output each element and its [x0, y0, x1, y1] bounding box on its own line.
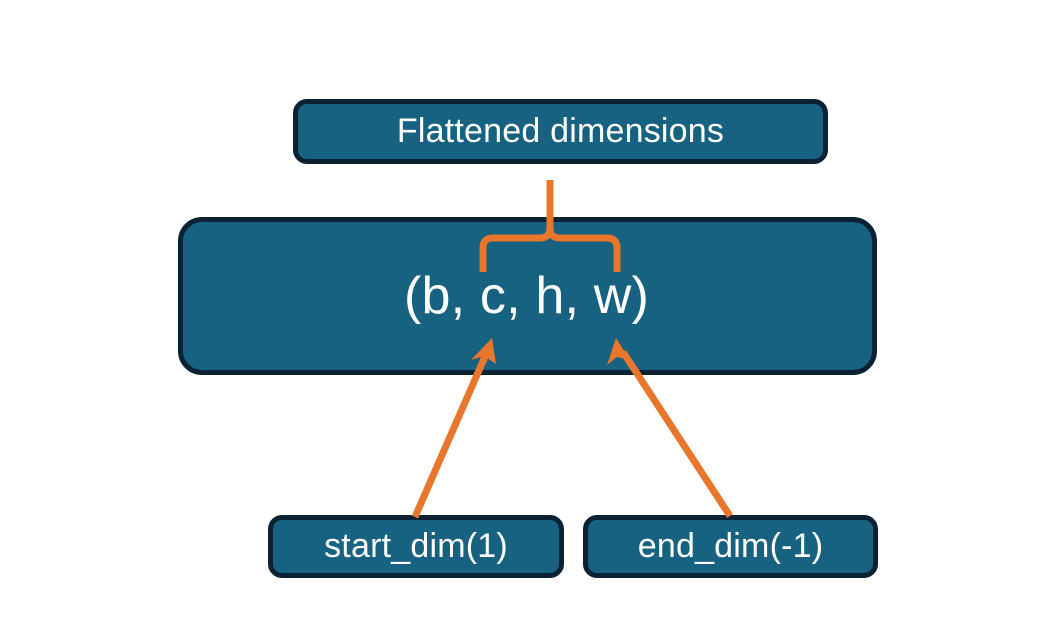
node-end-dim-label: end_dim(-1)	[637, 527, 824, 565]
arrow-end-dim-shaft	[620, 350, 733, 518]
node-flattened-dimensions: Flattened dimensions	[293, 99, 828, 164]
node-tensor-shape: (b, c, h, w)	[178, 217, 877, 375]
node-end-dim: end_dim(-1)	[583, 515, 878, 578]
node-start-dim-label: start_dim(1)	[324, 527, 508, 565]
arrow-start-dim-shaft	[411, 350, 491, 519]
node-tensor-shape-label: (b, c, h, w)	[403, 267, 650, 325]
node-flattened-dimensions-label: Flattened dimensions	[396, 112, 725, 150]
node-start-dim: start_dim(1)	[268, 515, 564, 578]
